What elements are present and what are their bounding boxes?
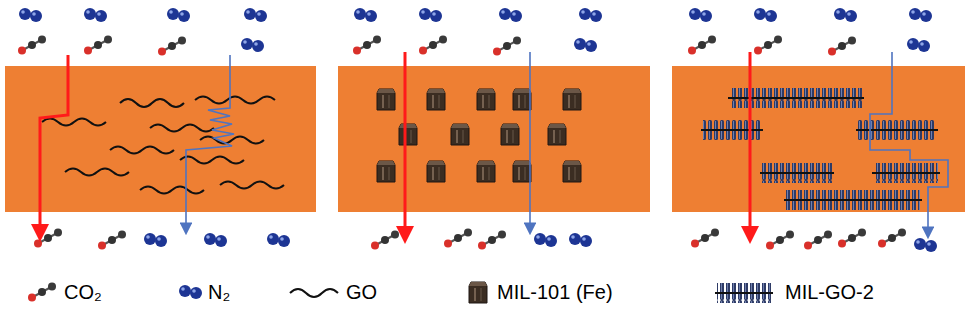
legend-label: N₂ xyxy=(208,280,230,304)
legend-label: CO₂ xyxy=(64,280,102,304)
legend-label: GO xyxy=(346,280,377,304)
membrane-panel xyxy=(338,66,650,212)
legend-label: MIL-GO-2 xyxy=(785,280,874,304)
mil-crystals xyxy=(377,89,581,182)
legend-samples xyxy=(28,282,773,303)
legend-label: MIL-101 (Fe) xyxy=(497,280,613,304)
membrane-panel xyxy=(672,66,965,212)
permeation-paths xyxy=(40,52,948,238)
mil-go-composites xyxy=(701,88,940,210)
permeate-molecules xyxy=(34,229,937,253)
feed-molecules xyxy=(18,8,932,56)
go-sheets xyxy=(42,97,284,194)
membrane-panel xyxy=(5,66,316,212)
